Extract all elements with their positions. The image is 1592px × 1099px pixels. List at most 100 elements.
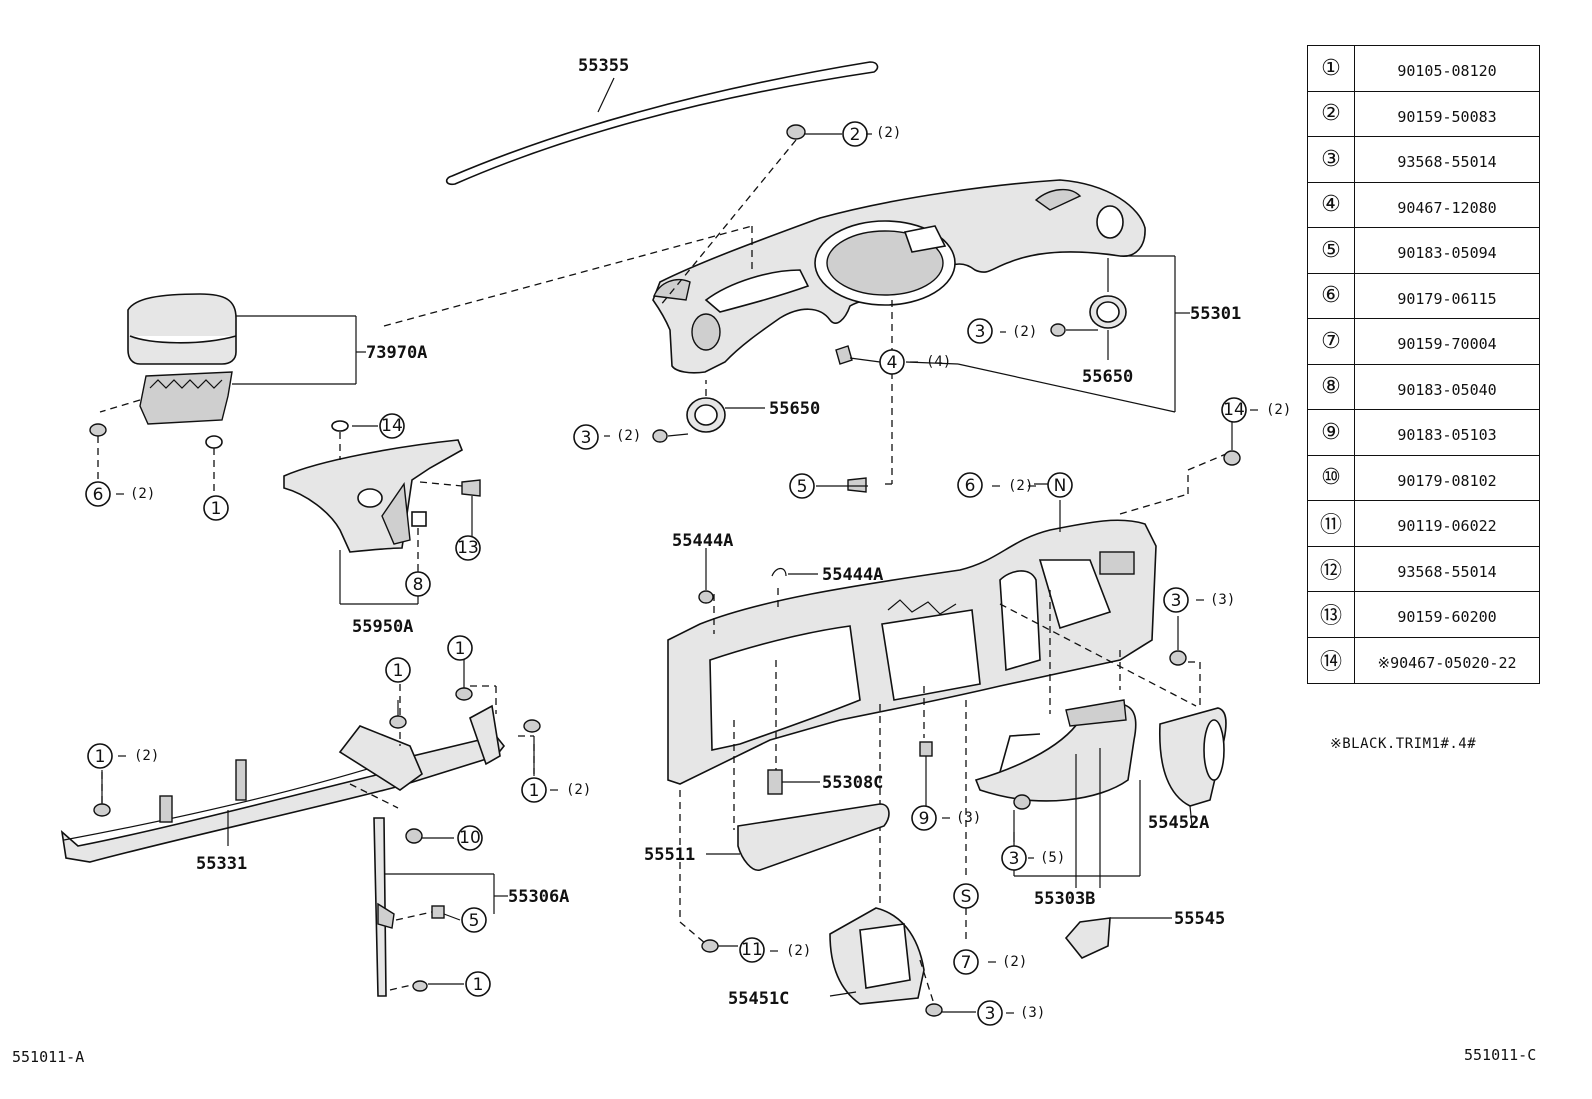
- legend-ref-number: ⑨: [1308, 410, 1355, 455]
- legend-part-number: 90467-12080: [1397, 198, 1497, 217]
- diagram-code-right: 551011-C: [1464, 1046, 1536, 1064]
- legend-ref-number: ⑫: [1308, 546, 1355, 591]
- legend-row: ⑤ 90183-05094: [1308, 228, 1539, 274]
- callout-55511: 55511: [644, 845, 695, 865]
- bracket-55545: 55545: [1064, 909, 1225, 959]
- legend-ref-number: ⑭: [1308, 637, 1355, 683]
- callout-circle-3: 3: [573, 424, 599, 450]
- legend-ref-number: ②: [1308, 91, 1355, 136]
- callout-circle-1: 1: [521, 777, 547, 803]
- svg-text:3: 3: [1171, 591, 1182, 611]
- vent-55650-right: 55650: [1082, 258, 1133, 387]
- callout-circle-5: 5: [461, 907, 487, 933]
- svg-text:2: 2: [850, 125, 861, 145]
- callout-circle-1: 1: [385, 657, 411, 683]
- callout-55950A: 55950A: [352, 617, 413, 637]
- callout-55355: 55355: [578, 56, 629, 76]
- svg-text:6: 6: [93, 485, 104, 505]
- svg-text:14: 14: [381, 416, 403, 436]
- diagram-code-left: 551011-A: [12, 1048, 84, 1066]
- svg-text:6: 6: [965, 476, 976, 496]
- legend-ref-number: ⑦: [1308, 319, 1355, 364]
- svg-text:14: 14: [1223, 400, 1245, 420]
- svg-text:11: 11: [741, 940, 763, 960]
- callout-55331: 55331: [196, 854, 247, 874]
- legend-part-number: ※90467-05020-22: [1377, 654, 1517, 673]
- assembly-55950A: 55950A: [283, 420, 481, 637]
- brace-55306A: 55306A: [373, 817, 569, 997]
- svg-text:4: 4: [887, 353, 898, 373]
- callout-circle-6: 6: [957, 472, 983, 498]
- callout-55452A: 55452A: [1148, 813, 1209, 833]
- callout-55303B: 55303B: [1034, 889, 1095, 909]
- legend-part-number: 90105-08120: [1397, 62, 1497, 81]
- svg-text:1: 1: [529, 781, 540, 801]
- svg-text:1: 1: [95, 747, 106, 767]
- callout-73970A: 73970A: [366, 343, 427, 363]
- panel-55511: 55511: [644, 803, 890, 871]
- legend-row: ⑫ 93568-55014: [1308, 546, 1539, 592]
- callout-circle-14: 14: [1221, 397, 1247, 423]
- svg-text:1: 1: [473, 975, 484, 995]
- callout-circle-1: 1: [465, 971, 491, 997]
- panel-55301: 55301: [652, 179, 1241, 413]
- svg-text:3: 3: [581, 428, 592, 448]
- svg-text:S: S: [961, 887, 972, 907]
- qty-2-airbag: (2): [130, 486, 155, 502]
- dash-separators: [116, 133, 1258, 1014]
- assembly-73970A: 73970A: [89, 225, 753, 494]
- callout-circle-10: 10: [457, 825, 483, 851]
- callout-circle-5: 5: [789, 473, 815, 499]
- trim-note: ※BLACK.TRIM1#.4#: [1330, 736, 1477, 752]
- callout-circle-3: 3: [977, 1000, 1003, 1026]
- svg-text:3: 3: [985, 1004, 996, 1024]
- svg-text:3: 3: [975, 322, 986, 342]
- callout-55308C: 55308C: [822, 773, 883, 793]
- legend-ref-number: ⑥: [1308, 273, 1355, 318]
- marker-n: N: [1047, 472, 1073, 498]
- quantity-labels: (2) (2) (4) (2) (2) (2) (2) (3) (2) (2) …: [130, 125, 1291, 1021]
- qty-5: (5): [1040, 850, 1065, 866]
- callout-circle-14: 14: [379, 413, 405, 439]
- svg-text:5: 5: [469, 911, 480, 931]
- qty-2-fourteen: (2): [1266, 402, 1291, 418]
- svg-text:5: 5: [797, 477, 808, 497]
- svg-text:1: 1: [393, 661, 404, 681]
- qty-3-right: (3): [1210, 592, 1235, 608]
- svg-text:7: 7: [961, 953, 972, 973]
- callout-circle-3: 3: [967, 318, 993, 344]
- vent-55650-left: 55650: [686, 380, 820, 433]
- svg-text:9: 9: [919, 809, 930, 829]
- legend-part-number: 93568-55014: [1397, 562, 1497, 581]
- callout-55650-right: 55650: [1082, 367, 1133, 387]
- legend-ref-number: ⑤: [1308, 228, 1355, 273]
- callout-55650-left: 55650: [769, 399, 820, 419]
- legend-part-number: 90159-50083: [1397, 107, 1497, 126]
- duct-55451C: 55451C: [728, 907, 925, 1009]
- qty-2-seven: (2): [1002, 954, 1027, 970]
- marker-s: S: [953, 883, 979, 909]
- svg-text:10: 10: [459, 828, 481, 848]
- legend-part-number: 90179-08102: [1397, 471, 1497, 490]
- qty-3-bottom: (3): [1020, 1005, 1045, 1021]
- legend-part-number: 90159-60200: [1397, 608, 1497, 627]
- qty-2-left-tube: (2): [134, 748, 159, 764]
- callout-55301: 55301: [1190, 304, 1241, 324]
- callout-55545: 55545: [1174, 909, 1225, 929]
- qty-2-eleven: (2): [786, 943, 811, 959]
- callout-circle-9: 9: [911, 805, 937, 831]
- cover-55303B: 55303B: [974, 699, 1141, 909]
- legend-row: ② 90159-50083: [1308, 91, 1539, 137]
- clips-55444A: 55444A 55444A: [672, 531, 883, 604]
- legend-part-number: 90183-05103: [1397, 426, 1497, 445]
- qty-2-vent-left: (2): [616, 428, 641, 444]
- legend-part-number: 90183-05094: [1397, 244, 1497, 263]
- lower-panel: [667, 453, 1227, 945]
